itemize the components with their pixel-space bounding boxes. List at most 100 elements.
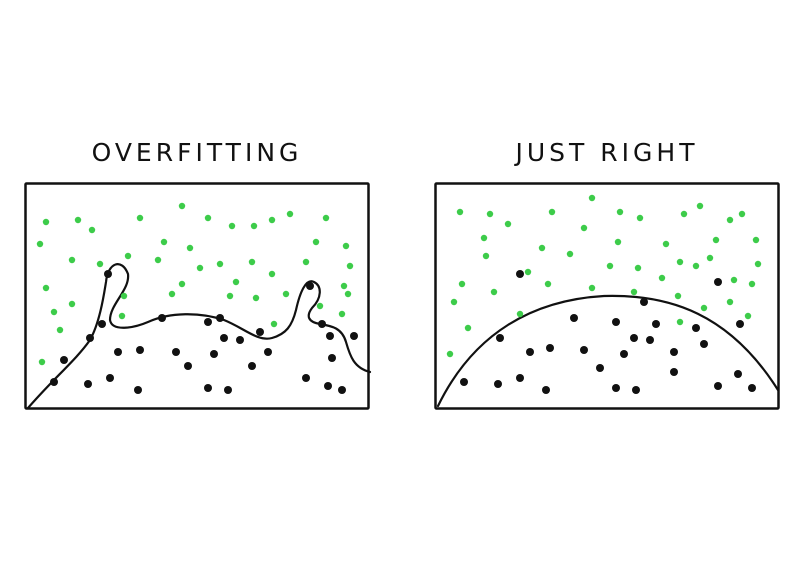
black-point [646, 336, 654, 344]
black-point [86, 334, 94, 342]
green-point [614, 238, 622, 246]
green-point [636, 214, 644, 222]
green-point [676, 318, 684, 326]
black-point [98, 320, 106, 328]
green-point [754, 260, 762, 268]
green-point [482, 252, 490, 260]
green-point [344, 290, 352, 298]
black-point [692, 324, 700, 332]
green-point [118, 312, 126, 320]
green-point [342, 242, 350, 250]
black-point [50, 378, 58, 386]
green-point [36, 240, 44, 248]
black-point [736, 320, 744, 328]
green-point [120, 292, 128, 300]
green-point [516, 310, 524, 318]
green-point [226, 292, 234, 300]
black-point [302, 374, 310, 382]
green-point [680, 210, 688, 218]
black-point [236, 336, 244, 344]
black-point [570, 314, 578, 322]
black-point [318, 320, 326, 328]
green-point [248, 258, 256, 266]
green-point [674, 292, 682, 300]
green-point [268, 270, 276, 278]
green-point [676, 258, 684, 266]
green-point [712, 236, 720, 244]
green-point [286, 210, 294, 218]
green-point [178, 280, 186, 288]
black-point [652, 320, 660, 328]
green-point [486, 210, 494, 218]
green-point [524, 268, 532, 276]
black-point [184, 362, 192, 370]
green-point [282, 290, 290, 298]
green-point [588, 194, 596, 202]
black-point [734, 370, 742, 378]
green-point [658, 274, 666, 282]
black-point [460, 378, 468, 386]
green-point [228, 222, 236, 230]
black-point [350, 332, 358, 340]
black-point [172, 348, 180, 356]
green-point [458, 280, 466, 288]
black-point [542, 386, 550, 394]
black-point [306, 282, 314, 290]
black-point [670, 368, 678, 376]
green-point [480, 234, 488, 242]
green-point [726, 298, 734, 306]
just-right-panel [434, 182, 780, 410]
black-point [494, 380, 502, 388]
green-point [738, 210, 746, 218]
black-point [630, 334, 638, 342]
green-point [312, 238, 320, 246]
green-point [124, 252, 132, 260]
green-point [588, 284, 596, 292]
black-point [338, 386, 346, 394]
green-point [446, 350, 454, 358]
black-point [546, 344, 554, 352]
green-point [68, 300, 76, 308]
black-point [106, 374, 114, 382]
green-point [730, 276, 738, 284]
black-point [516, 374, 524, 382]
green-point [204, 214, 212, 222]
black-point [220, 334, 228, 342]
green-point [700, 304, 708, 312]
green-point [136, 214, 144, 222]
green-point [692, 262, 700, 270]
green-point [322, 214, 330, 222]
black-point [714, 382, 722, 390]
black-point [104, 270, 112, 278]
black-point [700, 340, 708, 348]
green-point [250, 222, 258, 230]
green-point [566, 250, 574, 258]
black-point [748, 384, 756, 392]
black-point [136, 346, 144, 354]
green-point [538, 244, 546, 252]
green-point [316, 302, 324, 310]
green-point [696, 202, 704, 210]
green-point [726, 216, 734, 224]
black-point [632, 386, 640, 394]
green-point [38, 358, 46, 366]
green-point [232, 278, 240, 286]
black-point [516, 270, 524, 278]
black-point [714, 278, 722, 286]
green-point [504, 220, 512, 228]
black-point [670, 348, 678, 356]
black-point [158, 314, 166, 322]
green-point [752, 236, 760, 244]
green-point [346, 262, 354, 270]
green-point [340, 282, 348, 290]
black-point [264, 348, 272, 356]
black-point [204, 384, 212, 392]
just-right-decision-boundary [436, 294, 780, 408]
overfitting-panel [24, 182, 372, 410]
green-point [490, 288, 498, 296]
black-point [204, 318, 212, 326]
green-point [68, 256, 76, 264]
just-right-title: JUST RIGHT [515, 138, 699, 167]
black-point [612, 384, 620, 392]
green-point [42, 284, 50, 292]
